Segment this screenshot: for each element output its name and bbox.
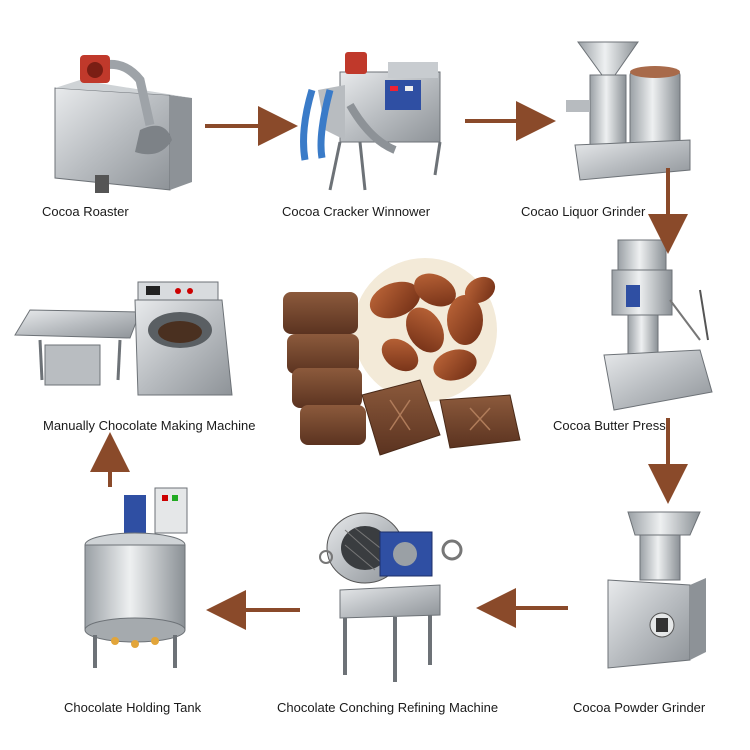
label-chocolate-holding-tank: Chocolate Holding Tank: [64, 700, 202, 715]
label-cocoa-powder-grinder: Cocoa Powder Grinder: [573, 700, 706, 715]
label-chocolate-conching-refining-machine: Chocolate Conching Refining Machine: [277, 700, 499, 715]
colloid-grinder-icon: [566, 41, 691, 181]
winnower-machine-icon: [300, 52, 442, 191]
flow-arrows: [90, 101, 688, 630]
holding-tank-icon: [84, 487, 188, 668]
label-manually-chocolate-making-machine: Manually Chocolate Making Machine: [43, 418, 256, 433]
label-cocao-liquor-grinder: Cocao Liquor Grinder: [521, 204, 646, 219]
label-cocoa-cracker-winnower: Cocoa Cracker Winnower: [282, 204, 431, 219]
tempering-machine-icon: [14, 281, 233, 396]
label-cocoa-butter-press: Cocoa Butter Press: [553, 418, 666, 433]
conching-machine-icon: [319, 512, 463, 682]
powder-grinder-icon: [607, 511, 706, 669]
label-cocoa-roaster: Cocoa Roaster: [42, 204, 129, 219]
roaster-machine-icon: [54, 55, 192, 193]
chocolate-and-cocoa-beans-image: [283, 258, 521, 456]
hydraulic-press-icon: [603, 239, 713, 411]
